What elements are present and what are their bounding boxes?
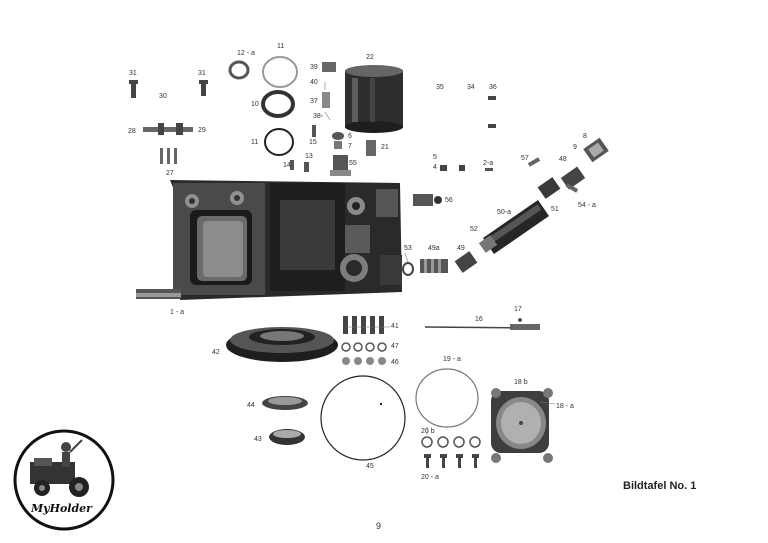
ring-11-lower	[264, 128, 294, 156]
part-label: 20 - a	[421, 474, 439, 481]
part-label: 53	[404, 245, 412, 252]
part-label: 11	[277, 43, 285, 50]
fork-28-29	[143, 123, 193, 135]
ring-12a	[228, 60, 250, 80]
gasket-45	[320, 375, 406, 461]
part-label: 4	[433, 164, 437, 171]
part-label: 40	[310, 79, 318, 86]
part-label: 38-	[313, 113, 324, 120]
nipple-21	[366, 140, 376, 156]
washers-20b	[421, 436, 481, 448]
part-label: 13	[305, 153, 313, 160]
screw-36	[488, 96, 496, 128]
part-label: 21	[381, 144, 389, 151]
part-label: 44	[247, 402, 255, 409]
part-label: 31	[198, 70, 206, 77]
part-label: 18 - a	[556, 403, 574, 410]
bearing-43	[269, 429, 305, 445]
part-label: 22	[366, 54, 374, 61]
washers-47	[341, 342, 387, 352]
part-label: 43	[254, 436, 262, 443]
part-label: 55	[349, 160, 357, 167]
leader-lines	[324, 82, 556, 435]
rod-16-17	[424, 318, 540, 330]
part-label: 27	[166, 170, 174, 177]
bushing-39	[322, 62, 336, 72]
part-label: 7	[348, 143, 352, 150]
ring-10	[261, 90, 295, 118]
logo-wordmark: MyHolder	[31, 502, 92, 515]
part-label: 31	[129, 70, 137, 77]
part-label: 39	[310, 64, 318, 71]
part-label: 30	[159, 93, 167, 100]
part-label: 12 - a	[237, 50, 255, 57]
myholder-logo	[13, 429, 115, 531]
part-label: 20 b	[421, 428, 435, 435]
part-label: 2-a	[483, 160, 494, 167]
bolts-31	[129, 80, 208, 98]
part-label: 10	[251, 101, 259, 108]
part-label: 48	[559, 156, 567, 163]
part-label: 57	[521, 155, 529, 162]
spring-37	[322, 92, 330, 108]
plate-title: Bildtafel No. 1	[623, 480, 697, 492]
part-label: 8	[583, 133, 587, 140]
part-label: 11	[251, 139, 259, 146]
part-label: 28	[128, 128, 136, 135]
part-label: 37	[310, 98, 318, 105]
part-label: 52	[470, 226, 478, 233]
part-label: 34	[467, 84, 475, 91]
gearbox-housing	[136, 180, 402, 300]
flange-42	[226, 327, 338, 362]
part-label: 19 - a	[443, 356, 461, 363]
small-parts-13-15	[290, 125, 316, 172]
part-label: 14	[283, 162, 291, 169]
studs-41	[343, 316, 384, 334]
part-label: 47	[391, 343, 399, 350]
part-label: 17	[514, 306, 522, 313]
cylinder-22	[345, 65, 403, 133]
part-label: 56	[445, 197, 453, 204]
nuts-46	[342, 357, 386, 365]
shaft-assembly	[402, 137, 609, 276]
part-label: 49	[457, 245, 465, 252]
pins-27	[160, 148, 177, 164]
ring-11-top	[262, 56, 298, 88]
part-label: 49a	[428, 245, 440, 252]
part-label: 36	[489, 84, 497, 91]
ring-19a	[415, 368, 479, 428]
part-label: 41	[391, 323, 399, 330]
seal-44	[262, 396, 308, 410]
plug-5-4	[440, 165, 493, 171]
part-label: 51	[551, 206, 559, 213]
part-label: 54 - a	[578, 202, 596, 209]
part-56	[413, 194, 442, 206]
part-label: 16	[475, 316, 483, 323]
part-label: 45	[366, 463, 374, 470]
part-label: 50-a	[497, 209, 512, 216]
part-label: 15	[309, 139, 317, 146]
page-number: 9	[376, 521, 382, 531]
part-label: 46	[391, 359, 399, 366]
cover-18a	[491, 388, 553, 463]
part-label: 9	[573, 144, 577, 151]
part-55	[330, 155, 351, 176]
valve-6-7	[332, 132, 344, 149]
part-label: 1 - a	[170, 309, 185, 316]
bolts-20a	[424, 454, 479, 468]
part-label: 18 b	[514, 379, 528, 386]
part-label: 42	[212, 349, 220, 356]
part-label: 29	[198, 127, 206, 134]
part-label: 35	[436, 84, 444, 91]
part-label: 6	[348, 133, 352, 140]
part-label: 5	[433, 154, 437, 161]
